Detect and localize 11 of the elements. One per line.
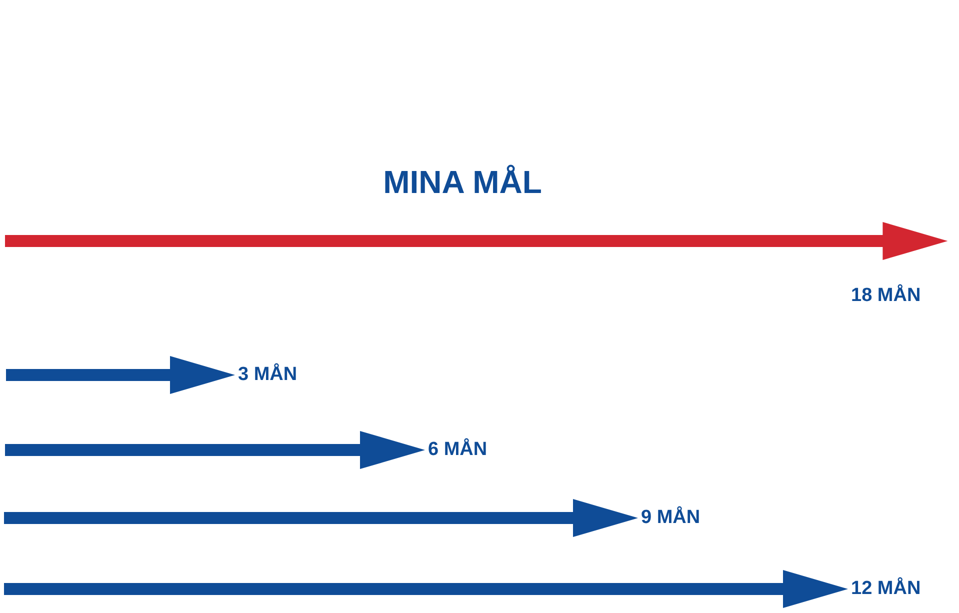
duration-label: 18 MÅN [851, 285, 921, 307]
duration-label: 6 MÅN [428, 439, 488, 461]
arrow [4, 499, 638, 537]
duration-label: 9 MÅN [641, 507, 700, 529]
arrow [6, 356, 235, 394]
title: MINA MÅL [382, 164, 543, 200]
arrow [4, 570, 848, 608]
arrow [5, 222, 948, 260]
arrow [5, 431, 425, 469]
duration-label: 12 MÅN [851, 578, 921, 600]
duration-label: 3 MÅN [238, 364, 298, 386]
